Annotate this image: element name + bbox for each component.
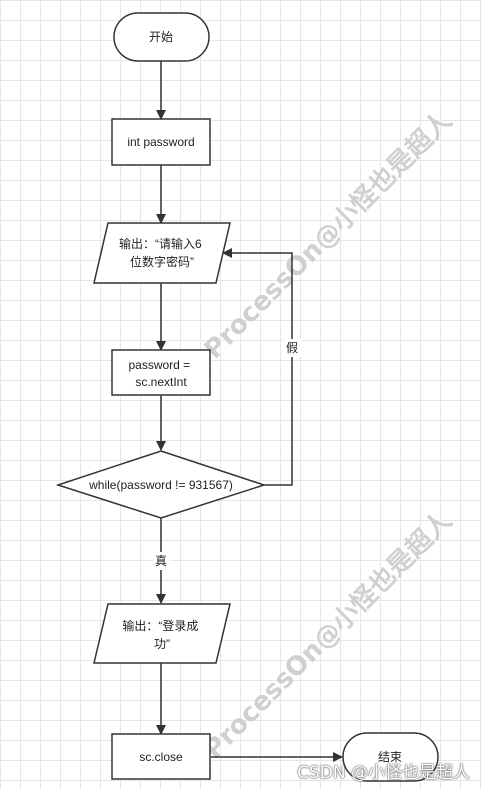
node-declare[interactable]: int password [111,118,211,166]
node-read-line-1: password = [128,358,190,372]
watermark-bottom: ProcessOn@小怪也是超人 [199,506,458,765]
node-close[interactable]: sc.close [111,733,211,780]
node-prompt-line-1: 输出：“请输入6 [119,236,202,251]
node-prompt-line-2: 位数字密码” [130,254,194,269]
node-end-label: 结束 [378,750,402,764]
node-declare-label: int password [127,135,194,149]
node-loop[interactable]: while(password != 931567) [55,450,267,519]
node-prompt-label: 输出：“请输入6 位数字密码” [119,236,205,269]
node-close-label: sc.close [139,750,183,764]
node-success-line-1: 输出：“登录成 [122,618,198,633]
watermark-top: ProcessOn@小怪也是超人 [199,106,458,365]
node-end[interactable]: 结束 [342,732,439,782]
node-success-line-2: 功” [154,637,170,651]
node-start-label: 开始 [149,30,173,44]
footer-credit: CSDN @小怪也是超人 [297,763,470,783]
node-loop-label: while(password != 931567) [88,478,233,492]
node-read-line-2: sc.nextInt [135,375,187,389]
node-success[interactable]: 输出：“登录成 功” [93,603,231,664]
node-read[interactable]: password = sc.nextInt [111,349,211,396]
node-success-label: 输出：“登录成 功” [122,618,201,651]
node-start[interactable]: 开始 [113,12,210,62]
edge-labels: 假 真 [153,339,301,570]
edge-loop-false [222,248,293,486]
node-read-label: password = sc.nextInt [128,358,193,389]
label-false: 假 [286,341,298,355]
watermark-group: ProcessOn@小怪也是超人 ProcessOn@小怪也是超人 [199,106,458,765]
node-prompt[interactable]: 输出：“请输入6 位数字密码” [93,222,231,284]
label-true: 真 [155,554,167,568]
